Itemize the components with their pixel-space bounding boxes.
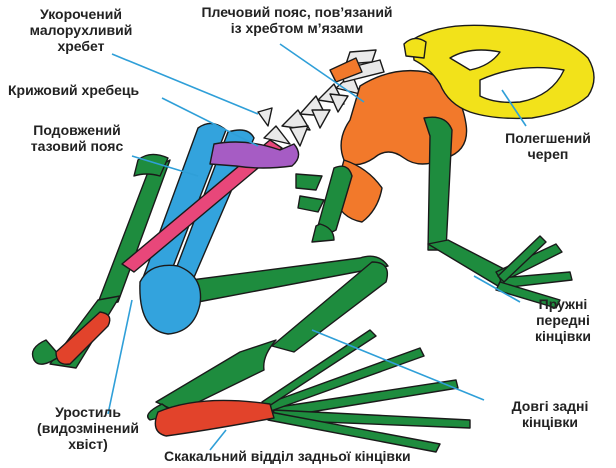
label-front-limbs: Пружні передні кінцівки (518, 296, 608, 344)
sacral-vertebra (210, 142, 299, 168)
label-short-spine: Укорочений малорухливий хребет (6, 6, 156, 54)
label-urostyle: Уростиль (видозмінений хвіст) (18, 404, 158, 452)
label-pelvic-girdle: Подовжений тазовий пояс (12, 122, 142, 154)
label-shoulder-girdle: Плечовий пояс, пов’язаний із хребтом м’я… (172, 4, 422, 36)
label-light-skull: Полегшений череп (488, 130, 608, 162)
label-sacral-vertebra: Крижовий хребець (8, 82, 139, 98)
label-hind-limbs: Довгі задні кінцівки (494, 398, 606, 430)
label-jumping-section: Скакальний відділ задньої кінцівки (164, 448, 411, 464)
